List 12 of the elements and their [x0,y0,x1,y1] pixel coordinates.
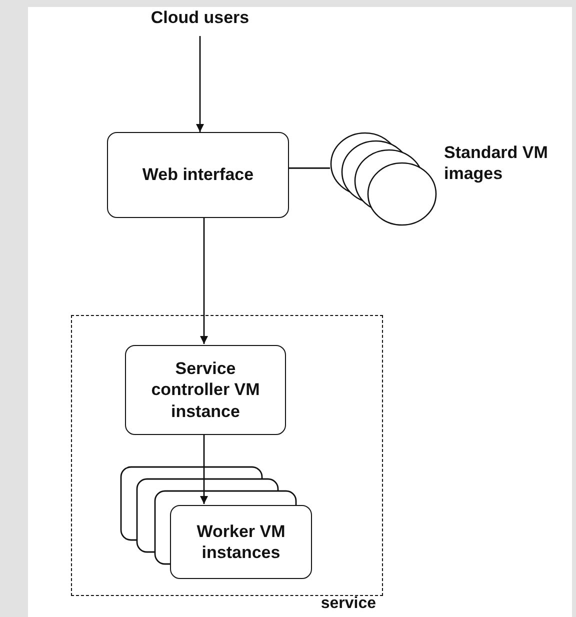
node-label: Cloud users [150,7,250,29]
arrow [196,36,204,132]
node-label: Standard VM images [444,143,548,184]
arrow [200,218,208,344]
process-box [125,345,286,435]
group-label: service [320,595,376,613]
node-label: Worker VM instances [196,520,286,564]
process-box [107,132,289,218]
node-label: Web interface [142,164,254,186]
arrow [200,434,208,504]
connector-line [289,167,330,169]
node-label: Service controller VM instance [150,358,261,422]
